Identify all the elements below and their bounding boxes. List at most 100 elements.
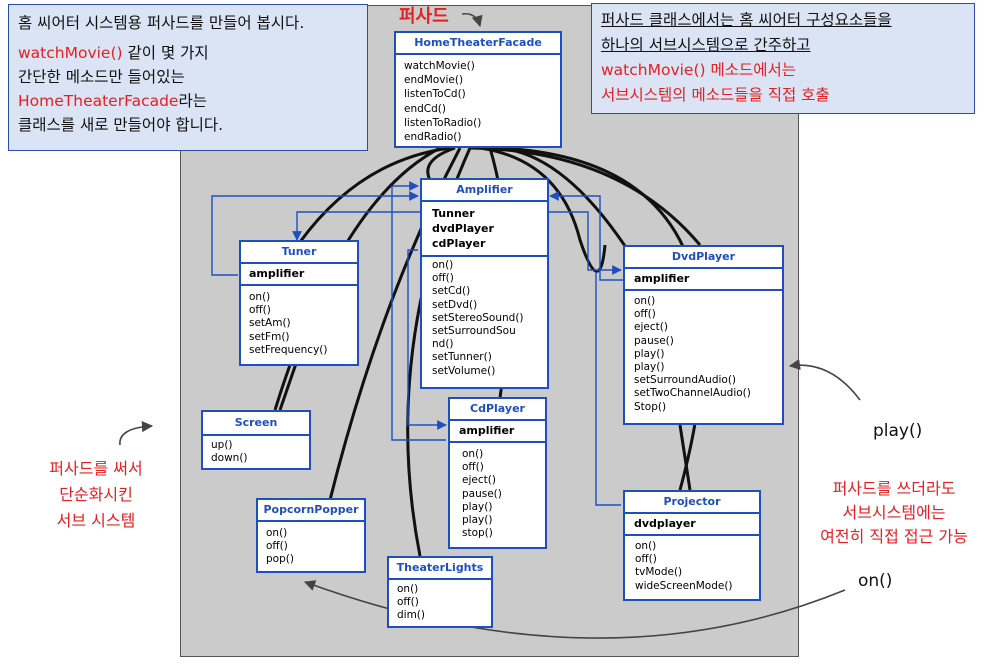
cdplayer-op: stop() — [462, 527, 493, 540]
projector-attrs: dvdplayer — [625, 514, 759, 536]
left-caption-line: 단순화시킨 — [59, 485, 133, 504]
dvdplayer-attrs: amplifier — [625, 269, 782, 291]
popcorn-ops: on() off() pop() — [258, 522, 364, 570]
amplifier-attr: Tunner — [432, 207, 475, 220]
projector-op: off() — [635, 553, 657, 566]
lights-ops: on() off() dim() — [389, 580, 491, 626]
facade-op: watchMovie() — [404, 60, 475, 72]
cdplayer-op: eject() — [462, 474, 496, 487]
note-right-line4: 서브시스템의 메소드들을 직접 호출 — [601, 86, 830, 104]
tuner-title: Tuner — [241, 242, 357, 264]
screen-title: Screen — [203, 412, 309, 436]
facade-ops: watchMovie() endMovie() listenToCd() end… — [396, 55, 560, 147]
lights-title: TheaterLights — [389, 558, 491, 580]
amplifier-op: on() — [432, 259, 454, 271]
amplifier-op: setStereoSound() — [432, 311, 524, 324]
left-caption-line: 퍼사드를 써서 — [49, 459, 143, 478]
cdplayer-attr: amplifier — [459, 424, 515, 437]
class-screen: Screen up() down() — [201, 410, 311, 470]
facade-op: endCd() — [404, 102, 446, 115]
facade-op: endRadio() — [404, 131, 462, 144]
note-left-line4b: 라는 — [178, 92, 208, 110]
cdplayer-attrs: amplifier — [450, 421, 545, 443]
projector-op: wideScreenMode() — [635, 579, 733, 592]
amplifier-attr: cdPlayer — [432, 237, 486, 250]
amplifier-op: setTunner() — [432, 351, 492, 364]
tuner-op: off() — [249, 304, 271, 317]
dvdplayer-op: eject() — [634, 321, 668, 334]
amplifier-op: setSurroundSou — [432, 325, 516, 338]
note-right-line2: 하나의 서브시스템으로 간주하고 — [601, 36, 811, 54]
dvdplayer-op: pause() — [634, 334, 674, 347]
tuner-op: setAm() — [249, 317, 291, 330]
class-theater-lights: TheaterLights on() off() dim() — [387, 556, 493, 628]
note-left-line3: 간단한 메소드만 들어있는 — [18, 68, 185, 86]
lights-op: on() — [397, 583, 419, 595]
class-amplifier: Amplifier Tunner dvdPlayer cdPlayer on()… — [420, 178, 549, 389]
class-cdplayer: CdPlayer amplifier on() off() eject() pa… — [448, 397, 547, 549]
note-right-line3: watchMovie() 메소드에서는 — [601, 61, 797, 79]
screen-op: down() — [211, 452, 248, 465]
class-dvdplayer: DvdPlayer amplifier on() off() eject() p… — [623, 245, 784, 425]
cdplayer-title: CdPlayer — [450, 399, 545, 421]
popcorn-op: off() — [266, 540, 288, 553]
cdplayer-op: pause() — [462, 487, 502, 500]
tuner-attr: amplifier — [249, 267, 305, 280]
tuner-op: on() — [249, 291, 271, 303]
note-left-line5: 클래스를 새로 만들어야 합니다. — [18, 116, 224, 134]
tuner-attrs: amplifier — [241, 264, 357, 286]
tuner-op: setFrequency() — [249, 343, 328, 356]
cdplayer-op: play() — [462, 514, 493, 527]
on-label: on() — [858, 571, 893, 591]
facade-op: listenToRadio() — [404, 116, 482, 129]
facade-op: endMovie() — [404, 74, 464, 87]
projector-attr: dvdplayer — [634, 517, 696, 530]
amplifier-ops: on() off() setCd() setDvd() setStereoSou… — [422, 257, 547, 380]
dvdplayer-op: setTwoChannelAudio() — [634, 387, 751, 400]
note-left-line4a: HomeTheaterFacade — [18, 92, 179, 110]
note-right: 퍼사드 클래스에서는 홈 씨어터 구성요소들을 하나의 서브시스템으로 간주하고… — [591, 3, 975, 114]
class-home-theater-facade: HomeTheaterFacade watchMovie() endMovie(… — [394, 31, 562, 148]
note-left-line2a: watchMovie() — [18, 44, 123, 62]
dvdplayer-op: play() — [634, 347, 665, 360]
note-right-line1: 퍼사드 클래스에서는 홈 씨어터 구성요소들을 — [601, 11, 892, 29]
projector-title: Projector — [625, 492, 759, 514]
note-left-line2b: 같이 몇 가지 — [122, 44, 209, 62]
popcorn-op: on() — [266, 527, 288, 539]
dvdplayer-title: DvdPlayer — [625, 247, 782, 269]
amplifier-op: nd() — [432, 338, 454, 351]
amplifier-op: off() — [432, 272, 454, 285]
class-projector: Projector dvdplayer on() off() tvMode() … — [623, 490, 761, 601]
right-caption: 퍼사드를 쓰더라도 서브시스템에는 여전히 직접 접근 가능 — [806, 477, 982, 549]
cdplayer-op: on() — [462, 448, 484, 460]
screen-ops: up() down() — [203, 436, 309, 468]
class-popcorn-popper: PopcornPopper on() off() pop() — [256, 498, 366, 573]
dvdplayer-op: Stop() — [634, 400, 667, 413]
note-left-line1: 홈 씨어터 시스템용 퍼사드를 만들어 봅시다. — [18, 14, 305, 32]
cdplayer-ops: on() off() eject() pause() play() play()… — [450, 443, 545, 545]
dvdplayer-op: off() — [634, 308, 656, 321]
amplifier-attr: dvdPlayer — [432, 222, 494, 235]
amplifier-attrs: Tunner dvdPlayer cdPlayer — [422, 202, 547, 257]
projector-op: tvMode() — [635, 566, 683, 579]
class-tuner: Tuner amplifier on() off() setAm() setFm… — [239, 240, 359, 366]
left-caption: 퍼사드를 써서 단순화시킨 서브 시스템 — [38, 456, 154, 534]
tuner-op: setFm() — [249, 330, 290, 343]
dvdplayer-ops: on() off() eject() pause() play() play()… — [625, 291, 782, 418]
projector-op: on() — [635, 540, 657, 552]
right-caption-line: 여전히 직접 접근 가능 — [820, 527, 968, 546]
play-label: play() — [873, 421, 923, 441]
dvdplayer-op: on() — [634, 295, 656, 307]
amplifier-op: setVolume() — [432, 364, 496, 377]
cdplayer-op: play() — [462, 500, 493, 513]
dvdplayer-op: setSurroundAudio() — [634, 374, 737, 387]
facade-label: 퍼사드 — [399, 6, 449, 27]
dvdplayer-op: play() — [634, 361, 665, 374]
screen-op: up() — [211, 439, 233, 451]
note-left: 홈 씨어터 시스템용 퍼사드를 만들어 봅시다. watchMovie() 같이… — [8, 4, 368, 151]
facade-op: listenToCd() — [404, 88, 466, 101]
popcorn-title: PopcornPopper — [258, 500, 364, 522]
lights-op: off() — [397, 596, 419, 609]
left-caption-line: 서브 시스템 — [56, 511, 136, 530]
